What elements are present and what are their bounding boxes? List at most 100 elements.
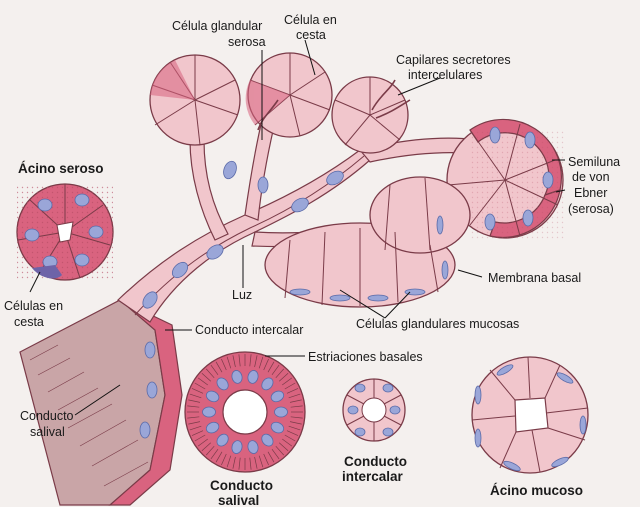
basal-striation xyxy=(232,355,236,368)
label-conducto-intercalar-bottom-2: intercalar xyxy=(342,469,404,484)
label-celulas-en-cesta-left-2: cesta xyxy=(14,315,44,329)
label-conducto-salival-bottom-2: salival xyxy=(218,493,259,507)
basal-striation xyxy=(194,382,206,390)
basal-striation xyxy=(249,457,252,470)
basal-striation xyxy=(197,438,209,447)
basal-striation xyxy=(263,358,269,371)
basal-striation xyxy=(254,355,258,368)
salivary-duct-nucleus xyxy=(216,377,229,391)
basal-striation xyxy=(201,442,212,452)
basal-striation xyxy=(281,377,293,386)
salivary-duct-nucleus xyxy=(247,440,259,454)
basal-striation xyxy=(197,377,209,386)
label-conducto-intercalar-bottom-1: Conducto xyxy=(344,454,407,469)
label-conducto-salival-left-1: Conducto xyxy=(20,409,74,423)
basal-striation xyxy=(284,382,296,390)
basal-striation xyxy=(281,438,293,447)
basal-striation xyxy=(275,368,285,379)
salivary-duct-nucleus xyxy=(205,390,220,403)
salivary-duct-nucleus xyxy=(231,440,243,454)
label-semiluna-1: Semiluna xyxy=(568,155,620,169)
salivary-duct-nucleus xyxy=(202,406,216,418)
label-celulas-en-cesta-left-1: Células en xyxy=(4,299,63,313)
basal-striation xyxy=(288,393,301,399)
label-conducto-salival-left-2: salival xyxy=(30,425,65,439)
basal-striation xyxy=(290,405,303,408)
basal-striation xyxy=(238,354,241,367)
label-capilares-1: Capilares secretores xyxy=(396,53,511,67)
salivary-duct-nucleus xyxy=(261,377,274,391)
label-estriaciones: Estriaciones basales xyxy=(308,350,423,364)
label-membrana-basal: Membrana basal xyxy=(488,271,581,285)
label-acino-seroso: Ácino seroso xyxy=(18,161,104,176)
basal-striation xyxy=(254,456,258,469)
basal-striation xyxy=(215,361,223,373)
basal-striation xyxy=(188,399,201,403)
salivary-duct-nucleus xyxy=(231,370,243,384)
pointer-lines xyxy=(29,39,566,416)
basal-striation xyxy=(286,388,299,394)
basal-striation xyxy=(267,361,275,373)
label-celulas-mucosas: Células glandulares mucosas xyxy=(356,317,519,331)
basal-striation xyxy=(258,455,264,468)
salivary-duct-nucleus xyxy=(274,406,288,418)
basal-striation xyxy=(249,354,252,367)
basal-striation xyxy=(189,393,202,399)
basal-striation xyxy=(278,442,289,452)
mucous-acinus-cluster xyxy=(264,176,471,308)
basal-striation xyxy=(271,364,280,376)
salivary-duct-nucleus xyxy=(270,421,285,434)
basal-striation xyxy=(187,416,200,419)
label-celula-en-cesta-2: cesta xyxy=(296,28,326,42)
basal-striation xyxy=(278,372,289,382)
basal-striation xyxy=(263,453,269,466)
label-semiluna-4: (serosa) xyxy=(568,202,614,216)
basal-striation xyxy=(205,445,215,456)
salivary-duct-cross-section xyxy=(184,351,306,473)
basal-striation xyxy=(288,425,301,431)
label-acino-mucoso: Ácino mucoso xyxy=(490,483,583,498)
label-capilares-2: intercelulares xyxy=(408,68,482,82)
label-conducto-intercalar: Conducto intercalar xyxy=(195,323,303,337)
label-semiluna-3: Ebner xyxy=(574,186,607,200)
serous-acinus-top xyxy=(149,52,411,154)
basal-striation xyxy=(194,434,206,442)
basal-striation xyxy=(226,455,232,468)
label-celula-glandular-serosa-1: Célula glandular xyxy=(172,19,262,33)
basal-striation xyxy=(191,430,204,436)
label-luz: Luz xyxy=(232,288,252,302)
intercalated-duct-cross-section xyxy=(342,378,406,442)
basal-striation xyxy=(258,356,264,369)
basal-striation xyxy=(205,368,215,379)
basal-striation xyxy=(210,448,219,460)
basal-striation xyxy=(221,358,227,371)
basal-striation xyxy=(210,364,219,376)
label-celula-glandular-serosa-2: serosa xyxy=(228,35,266,49)
basal-striation xyxy=(238,457,241,470)
basal-striation xyxy=(275,445,285,456)
label-conducto-salival-bottom-1: Conducto xyxy=(210,478,273,493)
salivary-duct-nucleus xyxy=(270,390,285,403)
salivary-duct-nucleus xyxy=(261,433,274,447)
basal-striation xyxy=(226,356,232,369)
serous-acinus-inset xyxy=(16,183,114,281)
basal-striation xyxy=(271,448,280,460)
label-semiluna-2: de von xyxy=(572,170,610,184)
label-celula-en-cesta-1: Célula en xyxy=(284,13,337,27)
salivary-duct-nucleus xyxy=(205,421,220,434)
basal-striation xyxy=(290,416,303,419)
basal-striation xyxy=(187,405,200,408)
basal-striation xyxy=(284,434,296,442)
basal-striation xyxy=(201,372,212,382)
demilune-acinus xyxy=(446,118,565,240)
labels: Célula glandular serosa Célula en cesta … xyxy=(4,13,620,507)
basal-striation xyxy=(289,421,302,425)
salivary-duct-nucleus xyxy=(216,433,229,447)
basal-striation xyxy=(189,425,202,431)
basal-striation xyxy=(188,421,201,425)
mucous-acinus-inset xyxy=(471,356,589,474)
basal-striation xyxy=(221,453,227,466)
basal-striation xyxy=(267,451,275,463)
basal-striation xyxy=(232,456,236,469)
